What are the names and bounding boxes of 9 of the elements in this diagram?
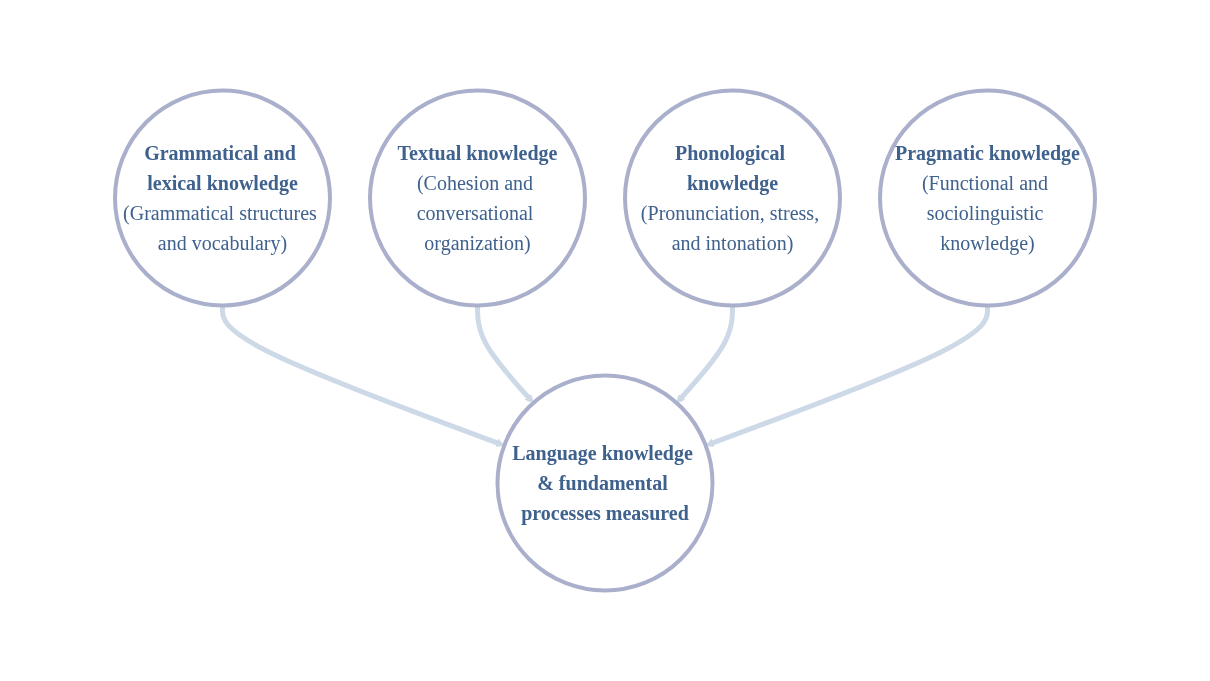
node-circle: Language knowledge & fundamental processes measured <box>495 373 715 593</box>
arrow <box>705 305 990 447</box>
node-circle: Phonological knowledge (Pronunciation, stress, and intonation) <box>623 88 842 308</box>
arrow <box>220 305 505 447</box>
node-circle: Grammatical and lexical knowledge (Grammatical structures and vocabulary) <box>113 88 332 308</box>
node-circle: Textual knowledge (Cohesion and conversational organization) <box>368 88 587 308</box>
arrow <box>475 305 534 404</box>
arrow <box>676 305 735 404</box>
node-circle: Pragmatic knowledge (Functional and sociolinguistic knowledge) <box>878 88 1097 308</box>
